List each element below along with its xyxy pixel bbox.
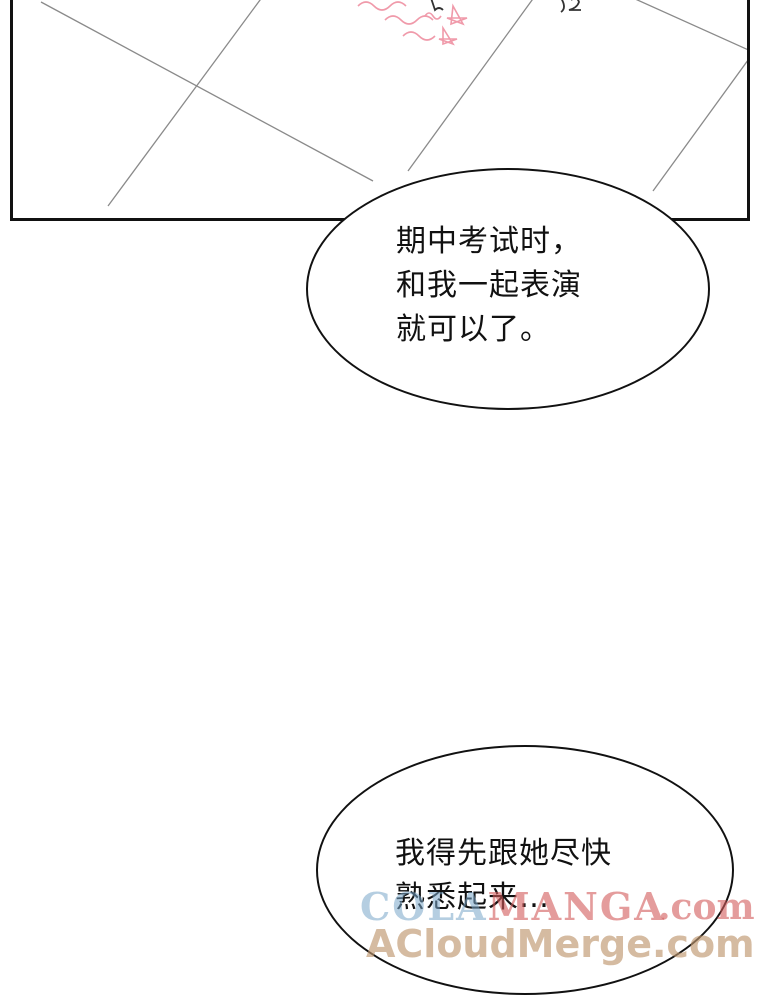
dialogue-line: 期中考试时， — [396, 224, 582, 259]
watermark-domain-suffix: .com — [658, 886, 755, 928]
speech-bubble-top-text: 期中考试时， 和我一起表演 就可以了。 — [396, 220, 582, 352]
comic-panel — [10, 0, 750, 221]
dialogue-line: 熟悉起来… — [395, 880, 550, 915]
watermark-accent: MANGA — [487, 884, 666, 929]
dialogue-line: 就可以了。 — [396, 312, 551, 347]
pink-doodle — [357, 1, 468, 46]
speech-bubble-bottom — [316, 745, 734, 995]
watermark-prefix: COLA — [360, 884, 488, 929]
watermark-acloudmerge: ACloudMerge.com — [366, 922, 755, 966]
watermark-colamanga: COLAMANGA — [360, 884, 666, 929]
panel-background-lines — [40, 0, 747, 207]
dialogue-line: 我得先跟她尽快 — [395, 836, 612, 871]
handwriting-scribble — [430, 0, 581, 13]
speech-bubble-top — [306, 168, 710, 410]
dialogue-line: 和我一起表演 — [396, 268, 582, 303]
speech-bubble-bottom-text: 我得先跟她尽快 熟悉起来… — [395, 832, 612, 920]
